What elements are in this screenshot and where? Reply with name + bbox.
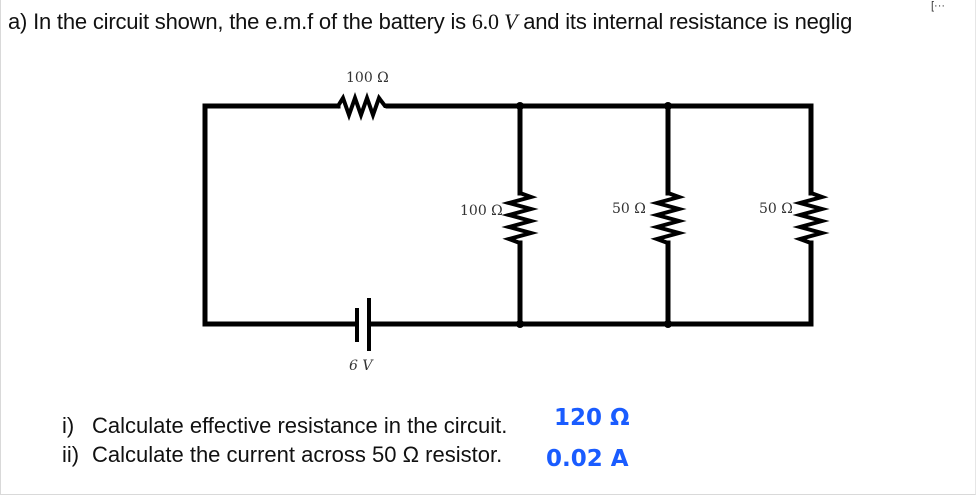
question-prompt: a) In the circuit shown, the e.m.f of th… (8, 9, 852, 35)
handwritten-answer-2: 0.02 A (546, 446, 629, 472)
subquestion-2: ii)Calculate the current across 50 Ω res… (62, 442, 503, 467)
branch-resistor-1 (501, 190, 539, 246)
wire-bottom-right (367, 240, 814, 327)
emf-value: 6.0 V (471, 9, 518, 34)
junction-dot (516, 320, 524, 328)
marks-indicator: [··· (931, 0, 946, 12)
branch-label-2: 50 Ω (612, 201, 646, 217)
wire-left (202, 103, 359, 327)
series-resistor (335, 91, 390, 122)
branch-label-1: 100 Ω (460, 203, 503, 219)
question-suffix: and its internal resistance is neglig (517, 9, 853, 34)
junction-dot (516, 102, 524, 110)
subquestion-1: i)Calculate effective resistance in the … (62, 413, 508, 438)
junction-dot (664, 102, 672, 110)
branch-resistor-3 (792, 190, 830, 246)
question-prefix: a) In the circuit shown, the e.m.f of th… (8, 9, 472, 34)
handwritten-answer-1: 120 Ω (554, 405, 630, 431)
branch-resistor-2 (649, 190, 687, 246)
junction-dot (664, 320, 672, 328)
branch-label-3: 50 Ω (759, 201, 793, 217)
wire-top-right (385, 103, 814, 196)
series-resistor-label: 100 Ω (346, 70, 389, 86)
battery-label: 6 V (349, 358, 374, 374)
